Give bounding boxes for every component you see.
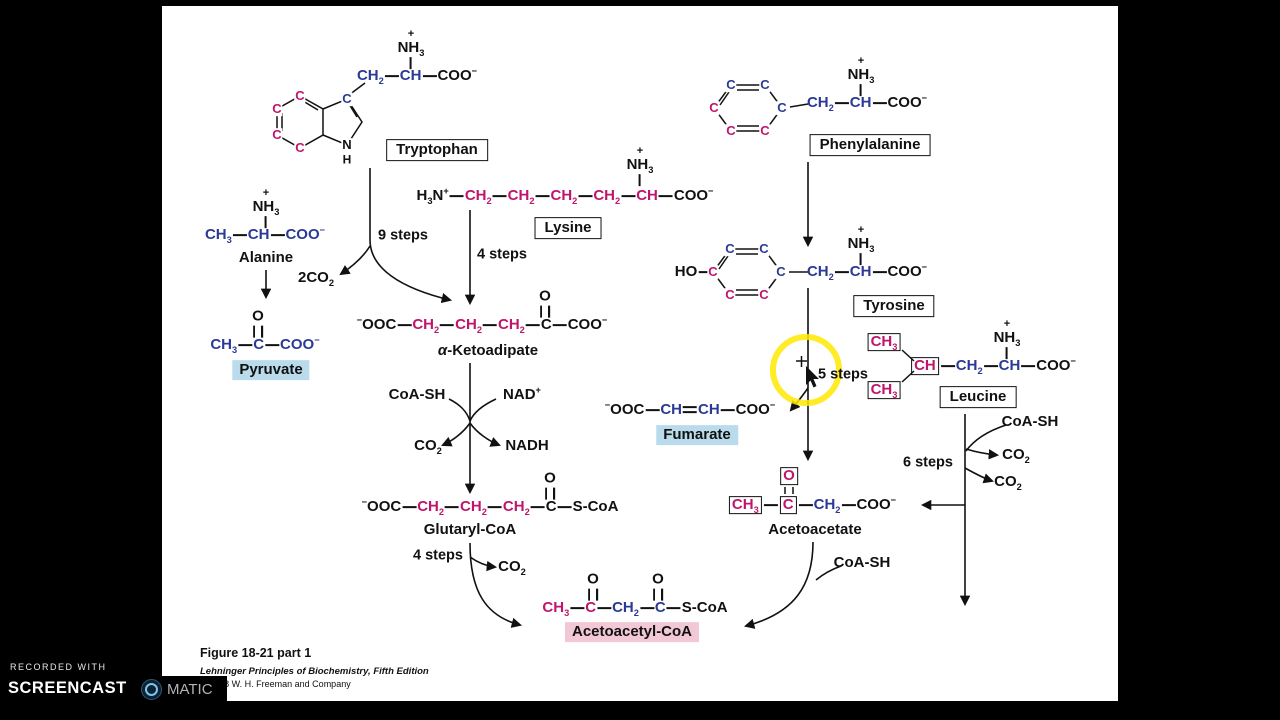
gc-label: Glutaryl-CoA — [423, 521, 517, 539]
co2-release-leu1: CO2 — [1002, 446, 1030, 466]
nad-plus: NAD+ — [503, 385, 541, 404]
aacoa-o1: O — [587, 571, 599, 601]
steps-4-gc: 4 steps — [413, 547, 463, 564]
ala-label: Alanine — [238, 249, 294, 267]
trp-ring-h: H — [341, 152, 353, 167]
gc-o: O — [544, 470, 556, 500]
nadh: NADH — [505, 437, 549, 455]
lys-label: Lysine — [534, 217, 602, 239]
co2-release-leu2: CO2 — [994, 473, 1022, 493]
watermark-background — [0, 653, 160, 720]
trp-nh3: NH3 — [398, 29, 425, 69]
phe-ring-c1: C — [725, 77, 737, 93]
steps-5: 5 steps — [818, 366, 868, 383]
trp-ring-c1: C — [294, 88, 306, 104]
ka-o: O — [539, 288, 551, 318]
pyr-o: O — [252, 308, 264, 338]
coa-sh-2: CoA-SH — [1001, 413, 1059, 431]
trp-ring-c5: C — [341, 91, 353, 107]
phe-ring-c5: C — [725, 123, 737, 139]
watermark-brand-screencast: SCREENCAST — [8, 679, 127, 697]
tyr-label: Tyrosine — [853, 295, 935, 317]
leu-ch3-top: CH3 — [867, 333, 902, 352]
watermark-background-extension — [155, 676, 227, 710]
phe-ring-c2: C — [759, 77, 771, 93]
pyr-label: Pyruvate — [232, 360, 310, 380]
co2-release-ka: CO2 — [414, 437, 442, 457]
aacoa-label: Acetoacetyl-CoA — [564, 622, 700, 642]
co2-release-gc: CO2 — [498, 558, 526, 578]
steps-4-lys: 4 steps — [477, 246, 527, 263]
tyr-nh3: NH3 — [848, 225, 875, 265]
tyr-ring-c6: C — [707, 264, 719, 280]
lys-nh3: NH3 — [627, 146, 654, 186]
watermark-brand-matic: MATIC — [167, 681, 213, 698]
figure-caption-title: Figure 18-21 part 1 — [200, 646, 312, 660]
figure-caption-copyright: © 2008 W. H. Freeman and Company — [200, 679, 351, 689]
figure-caption-source: Lehninger Principles of Biochemistry, Fi… — [200, 666, 429, 677]
trp-ring-n: N — [341, 137, 353, 153]
trp-label: Tryptophan — [386, 139, 488, 161]
steps-9: 9 steps — [378, 227, 428, 244]
ac-label: Acetoacetate — [768, 521, 862, 539]
tyr-ring-c5: C — [724, 287, 736, 303]
trp-ring-c3: C — [271, 127, 283, 143]
tyr-ring-c2: C — [758, 241, 770, 257]
leu-ch3-bot: CH3 — [867, 381, 902, 400]
phe-nh3: NH3 — [848, 56, 875, 96]
aacoa-o2: O — [652, 571, 664, 601]
ka-label: α-Ketoadipate — [437, 342, 539, 360]
ala-nh3: NH3 — [253, 188, 280, 228]
phe-ring-c3: C — [776, 100, 788, 116]
steps-6: 6 steps — [903, 454, 953, 471]
screencast-o-matic-logo-icon — [141, 679, 162, 700]
phe-ring-c6: C — [708, 100, 720, 116]
phe-ring-c4: C — [759, 123, 771, 139]
fum-label: Fumarate — [656, 425, 738, 445]
trp-ring-c2: C — [271, 101, 283, 117]
trp-ring-c4: C — [294, 140, 306, 156]
leu-nh3: NH3 — [994, 319, 1021, 359]
tyr-ho: HO — [675, 264, 714, 280]
coa-sh-3: CoA-SH — [833, 554, 891, 572]
watermark-recorded-with: RECORDED WITH — [10, 662, 107, 672]
tyr-ring-c1: C — [724, 241, 736, 257]
ac-o: O — [779, 467, 799, 485]
tyr-ring-c4: C — [758, 287, 770, 303]
leu-label: Leucine — [939, 386, 1017, 408]
tyr-ring-c3: C — [775, 264, 787, 280]
coa-sh-1: CoA-SH — [388, 386, 446, 404]
phe-label: Phenylalanine — [809, 134, 931, 156]
co2-release-trp: 2CO2 — [297, 269, 335, 289]
